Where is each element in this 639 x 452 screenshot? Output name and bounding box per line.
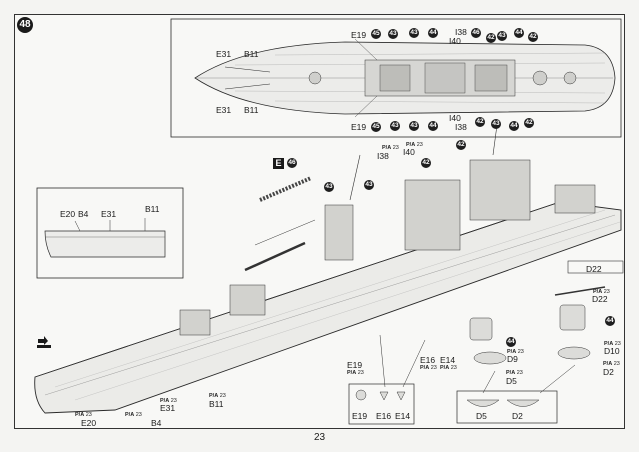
callout-46-top: 46 <box>471 28 481 38</box>
label-e16-main: E16 <box>420 355 436 365</box>
e-parts-inset <box>348 383 415 425</box>
label-d22-box: D22 <box>586 264 602 274</box>
label-e14-inset: E14 <box>395 411 411 421</box>
callout-45-top: 45 <box>371 29 381 39</box>
label-e19-top: E19 <box>351 30 367 40</box>
bow-detail-view <box>44 218 166 258</box>
callout-42-main-b: 42 <box>456 140 466 150</box>
label-e31-top: E31 <box>216 49 232 59</box>
callout-42-top-a: 42 <box>486 33 496 43</box>
label-b4-inset: B4 <box>78 209 89 219</box>
paint-mark-d10: P/A 23 <box>604 341 621 347</box>
paint-mark-d9: P/A 23 <box>507 349 524 355</box>
paint-mark-e19: P/A 23 <box>347 370 364 376</box>
label-d5-main: D5 <box>506 376 517 386</box>
callout-44-main-b: 44 <box>506 337 516 347</box>
callout-44-main-a: 44 <box>605 316 615 326</box>
label-d10-main: D10 <box>604 346 620 356</box>
callout-44-bottom-b: 44 <box>509 121 519 131</box>
paint-mark-d22: P/A 23 <box>593 289 610 295</box>
label-d9-main: D9 <box>507 354 518 364</box>
label-i40-top: I40 <box>449 36 461 46</box>
paint-mark-e20: P/A 23 <box>75 412 92 418</box>
label-e14-main: E14 <box>440 355 456 365</box>
page-number: 23 <box>313 432 326 443</box>
hull-plan-view <box>194 38 616 118</box>
warning-hand-icon <box>36 333 52 349</box>
paint-mark-d5: P/A 23 <box>506 370 523 376</box>
callout-44-top-b: 44 <box>514 28 524 38</box>
label-e31-main: E31 <box>160 403 176 413</box>
callout-42-bottom-b: 42 <box>524 118 534 128</box>
label-d2-inset: D2 <box>512 411 523 421</box>
ship-drawing <box>34 18 624 425</box>
step-number-badge: 48 <box>17 17 33 33</box>
callout-43-top-b: 43 <box>409 28 419 38</box>
label-e16-inset: E16 <box>376 411 392 421</box>
label-e19-main: E19 <box>347 360 363 370</box>
hull-perspective-view <box>34 124 624 414</box>
label-d2-main: D2 <box>603 367 614 377</box>
label-d22-main: D22 <box>592 294 608 304</box>
label-e20-inset: E20 <box>60 209 76 219</box>
callout-44-bottom: 44 <box>428 121 438 131</box>
paint-mark-i38: P/A 23 <box>382 145 399 151</box>
d-parts-inset <box>456 390 558 424</box>
instruction-frame: 48 <box>14 14 625 429</box>
label-b4-main: B4 <box>151 418 162 428</box>
paint-mark-b4: P/A 23 <box>125 412 142 418</box>
label-i38-main: I38 <box>377 151 389 161</box>
label-i38-bottom: I38 <box>455 122 467 132</box>
label-b11-top: B11 <box>244 49 259 59</box>
callout-43-main-a: 43 <box>324 182 334 192</box>
callout-43-main-b: 43 <box>364 180 374 190</box>
callout-46-main: 46 <box>287 158 297 168</box>
callout-43-top-a: 43 <box>388 29 398 39</box>
paint-mark-d2: P/A 23 <box>603 361 620 367</box>
label-e19-bottom: E19 <box>351 122 367 132</box>
d-parts-shapes <box>466 304 591 407</box>
callout-42-main-a: 42 <box>421 158 431 168</box>
label-d5-inset: D5 <box>476 411 487 421</box>
e-parts-shapes <box>355 389 406 401</box>
plan-view-box <box>170 18 622 138</box>
callout-42-top-b: 42 <box>528 32 538 42</box>
callout-44-top: 44 <box>428 28 438 38</box>
paint-mark-b11: P/A 23 <box>209 393 226 399</box>
callout-43-bottom-a: 43 <box>390 121 400 131</box>
callout-45-bottom: 45 <box>371 122 381 132</box>
label-e19-inset: E19 <box>352 411 368 421</box>
label-i40-bottom: I40 <box>449 113 461 123</box>
callout-43-top-c: 43 <box>497 31 507 41</box>
label-e31-inset: E31 <box>101 209 117 219</box>
label-i38-top: I38 <box>455 27 467 37</box>
paint-mark-e14: P/A 23 <box>440 365 457 371</box>
detail-inset-box <box>36 187 184 279</box>
paint-mark-e31: P/A 23 <box>160 398 177 404</box>
label-i40-main: I40 <box>403 147 415 157</box>
callout-43-bottom-b: 43 <box>409 121 419 131</box>
callout-43-bottom-c: 43 <box>491 119 501 129</box>
label-e31-bottom: E31 <box>216 105 232 115</box>
part-letter-e-tag: E <box>273 158 284 169</box>
paint-mark-i40: P/A 23 <box>406 142 423 148</box>
label-b11-bottom: B11 <box>244 105 259 115</box>
callout-42-bottom-a: 42 <box>475 117 485 127</box>
paint-mark-e16: P/A 23 <box>420 365 437 371</box>
label-e20-main: E20 <box>81 418 97 428</box>
label-b11-main: B11 <box>209 399 224 409</box>
label-b11-inset: B11 <box>145 204 160 214</box>
